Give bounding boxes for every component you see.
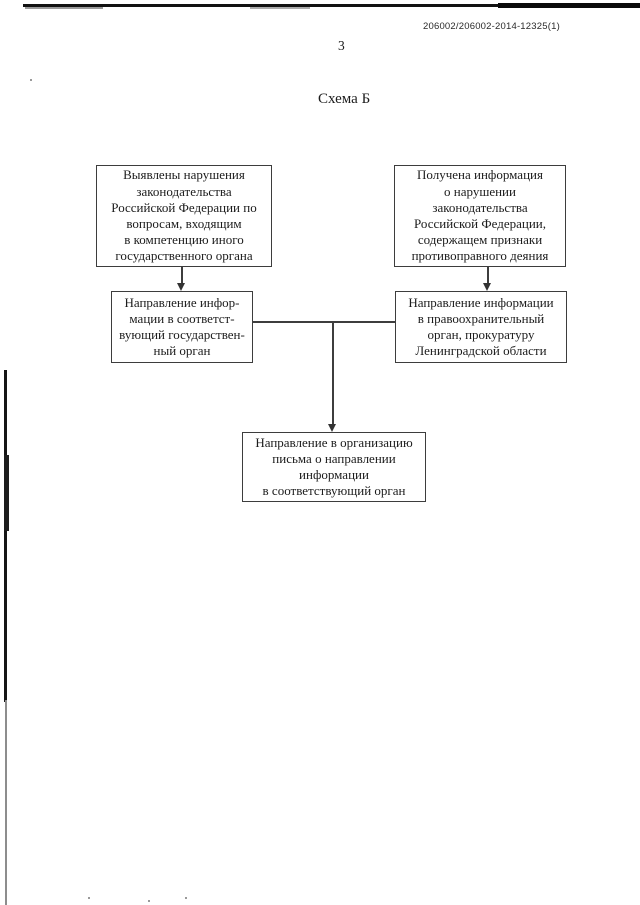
noise-speck (30, 79, 32, 81)
box-text: Направление инфор- мации в соответст- ву… (119, 294, 245, 359)
connector-line-left (181, 267, 183, 284)
arrow-down-icon (177, 283, 185, 291)
scan-artifact-top-edge-thick (498, 3, 640, 8)
flowchart-box-violations-found: Выявлены нарушения законодательства Росс… (96, 165, 272, 267)
flowchart-box-send-to-state-body: Направление инфор- мации в соответст- ву… (111, 291, 253, 363)
scan-artifact-top-gray (25, 7, 103, 9)
connector-line-horizontal (253, 321, 395, 323)
doc-reference-number: 206002/206002-2014-12325(1) (423, 21, 560, 32)
noise-speck (148, 900, 150, 902)
scan-artifact-left-edge (4, 370, 7, 702)
connector-line-middle (332, 322, 334, 425)
page-number: 3 (338, 38, 345, 53)
scan-artifact-top-gray (250, 7, 310, 9)
connector-line-right (487, 267, 489, 284)
diagram-title: Схема Б (318, 91, 371, 107)
box-text: Выявлены нарушения законодательства Росс… (111, 167, 257, 264)
box-text: Направление в организацию письма о напра… (255, 434, 413, 499)
flowchart-box-send-to-law-enforcement: Направление информации в правоохранитель… (395, 291, 567, 363)
noise-speck (185, 897, 187, 899)
flowchart-box-information-received: Получена информация о нарушении законода… (394, 165, 566, 267)
arrow-down-icon (328, 424, 336, 432)
scan-artifact-left-edge-gray (5, 700, 7, 905)
arrow-down-icon (483, 283, 491, 291)
scan-artifact-top-edge (23, 4, 640, 7)
box-text: Получена информация о нарушении законода… (411, 167, 549, 264)
flowchart-box-send-letter-to-organization: Направление в организацию письма о напра… (242, 432, 426, 502)
scan-artifact-left-edge-blob (4, 455, 9, 531)
box-text: Направление информации в правоохранитель… (408, 294, 554, 359)
noise-speck (88, 897, 90, 899)
